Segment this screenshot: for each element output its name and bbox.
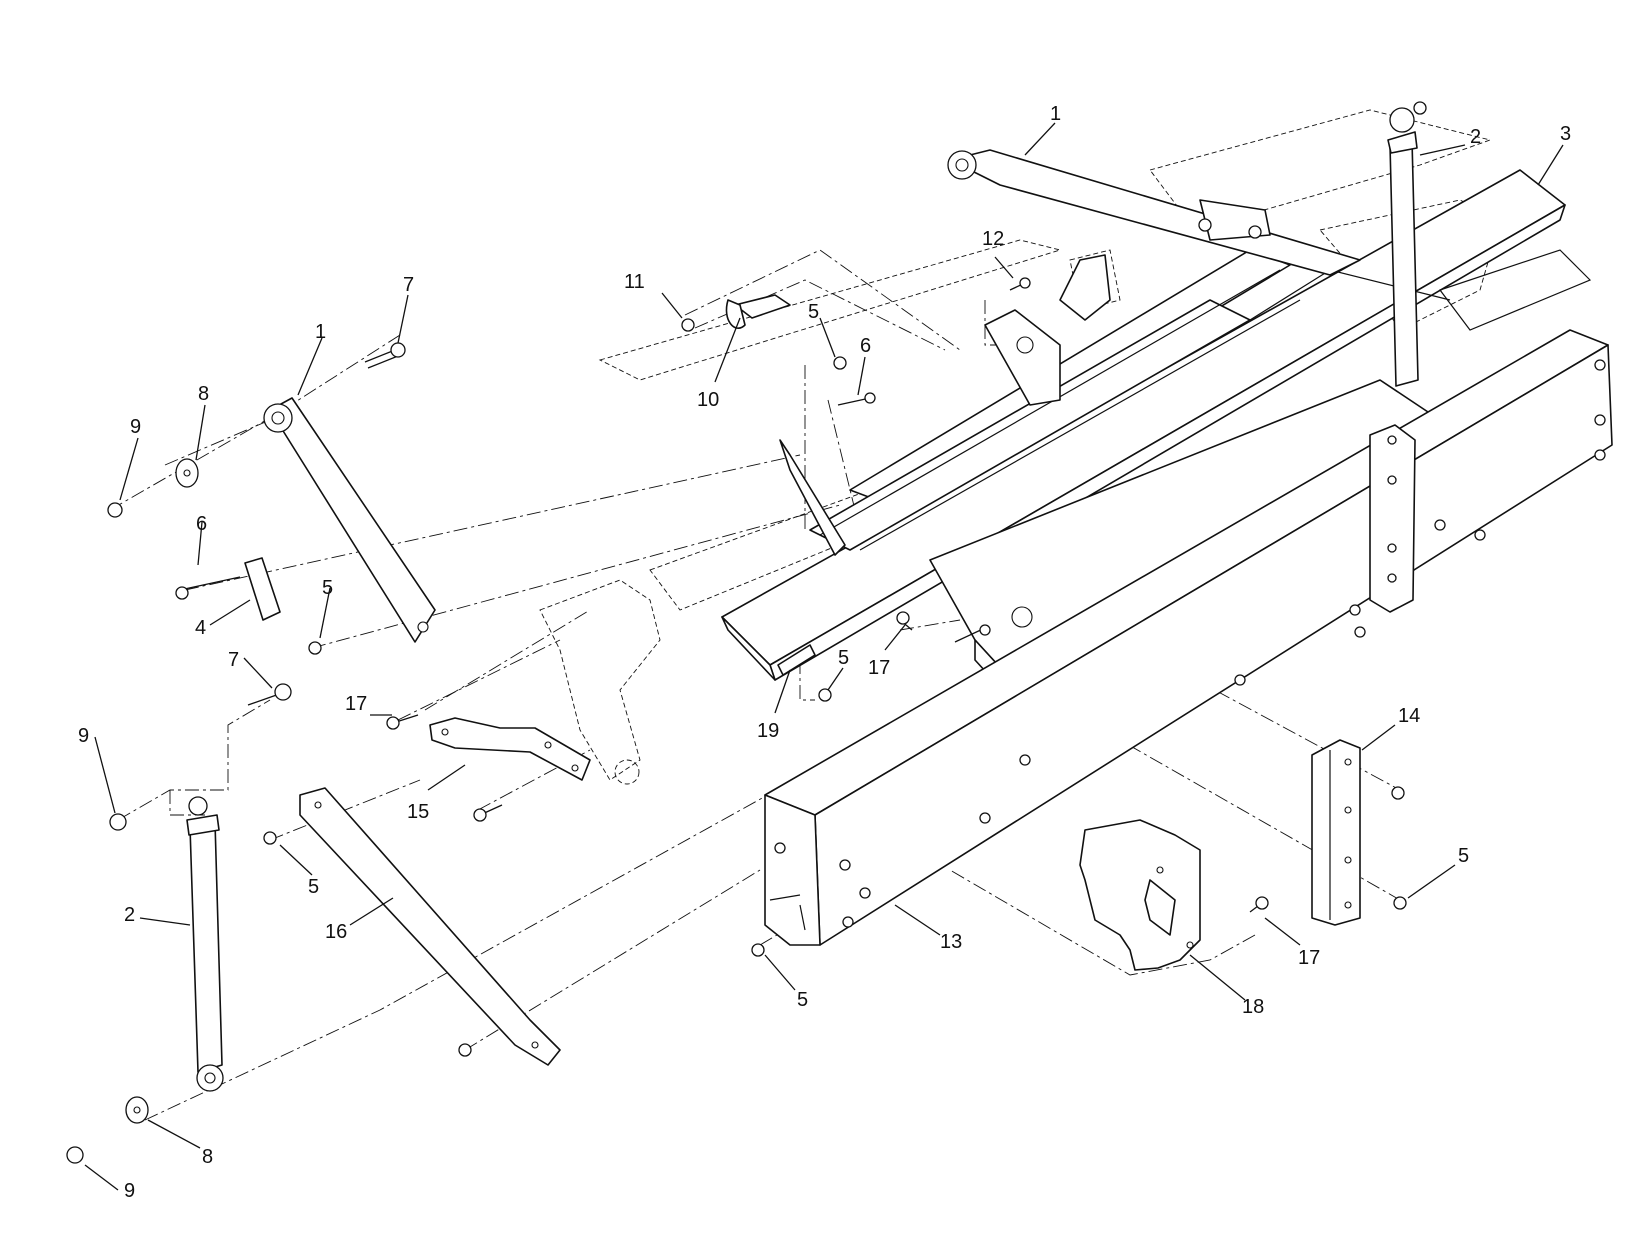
callout-label: 4 <box>195 617 206 639</box>
callout-label: 8 <box>202 1146 213 1168</box>
mount-brackets <box>779 254 1111 556</box>
callout-label: 3 <box>1560 123 1571 145</box>
top-link-arm <box>947 149 1361 276</box>
callout-label: 9 <box>130 416 141 438</box>
callout-label: 1 <box>315 321 326 343</box>
callout-label: 17 <box>345 693 367 715</box>
leader-lines <box>84 122 1564 1191</box>
left-link-arm <box>263 397 436 643</box>
pin-19 <box>777 644 816 676</box>
callout-label: 2 <box>124 904 135 926</box>
callout-label: 7 <box>228 649 239 671</box>
callout-label: 11 <box>624 271 645 293</box>
callout-label: 5 <box>322 577 333 599</box>
callout-label: 5 <box>808 301 819 323</box>
callout-label: 5 <box>308 876 319 898</box>
callout-label: 17 <box>868 657 890 679</box>
callout-label: 16 <box>325 921 347 943</box>
loose-hardware <box>66 277 1407 1164</box>
callout-label: 5 <box>838 647 849 669</box>
callout-label: 12 <box>982 228 1004 250</box>
callout-label: 5 <box>797 989 808 1011</box>
pin-10 <box>725 294 791 329</box>
callout-labels: 1 2 3 1 7 12 11 5 6 10 8 9 6 4 5 7 9 17 … <box>78 103 1571 1202</box>
callout-label: 13 <box>940 931 962 953</box>
callout-label: 6 <box>196 513 207 535</box>
bracket-14 <box>1311 739 1361 926</box>
brace-16 <box>299 787 561 1066</box>
callout-label: 7 <box>403 274 414 296</box>
plate-18 <box>1079 819 1201 971</box>
callout-label: 1 <box>1050 103 1061 125</box>
top-vertical-link <box>1387 101 1427 387</box>
callout-label: 19 <box>757 720 779 742</box>
callout-label: 9 <box>124 1180 135 1202</box>
plate-4 <box>244 557 281 621</box>
vertical-bracket <box>1369 424 1416 613</box>
callout-label: 15 <box>407 801 429 823</box>
callout-label: 10 <box>697 389 719 411</box>
callout-label: 17 <box>1298 947 1320 969</box>
callout-label: 8 <box>198 383 209 405</box>
callout-label: 5 <box>1458 845 1469 867</box>
callout-label: 9 <box>78 725 89 747</box>
callout-label: 6 <box>860 335 871 357</box>
callout-label: 18 <box>1242 996 1264 1018</box>
callout-label: 2 <box>1470 126 1481 148</box>
callout-label: 14 <box>1398 705 1420 727</box>
bar-15 <box>429 717 591 781</box>
left-vertical-link <box>186 796 224 1092</box>
